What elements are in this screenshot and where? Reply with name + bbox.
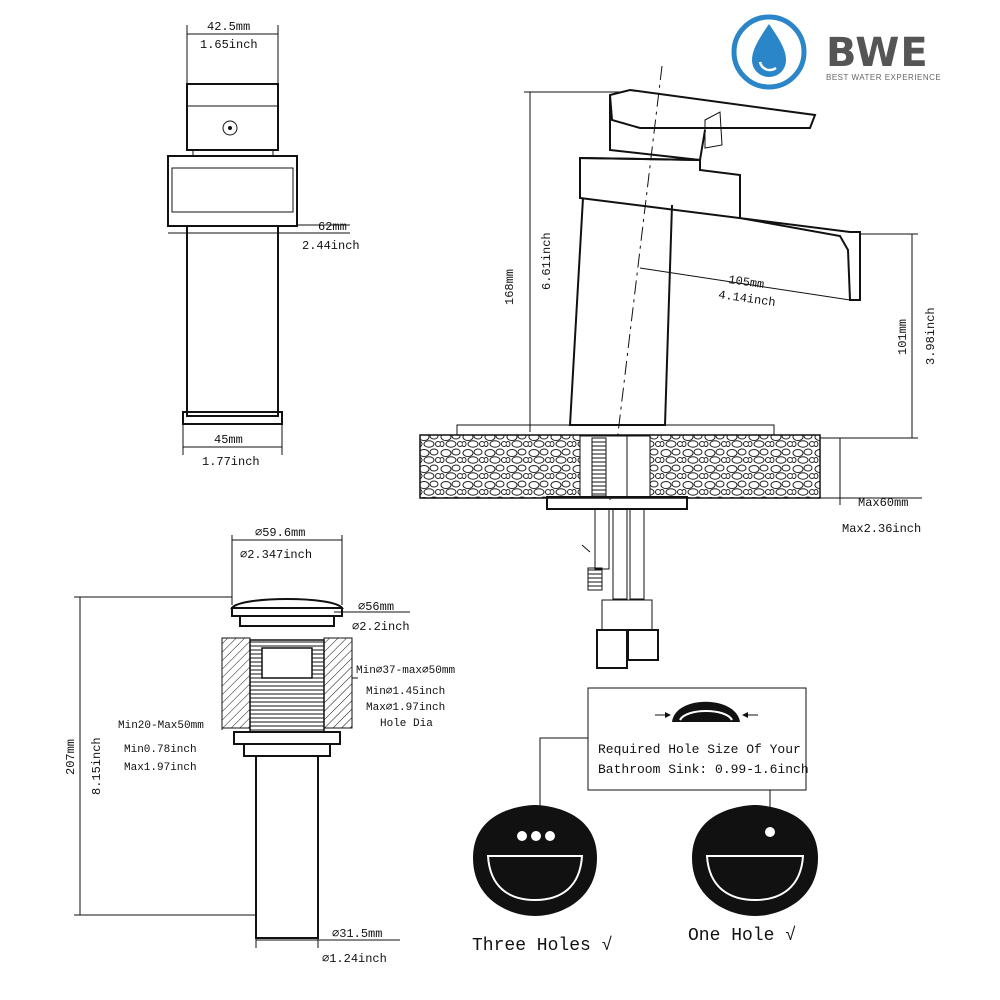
side-spout-height-mm: 101mm — [896, 319, 910, 355]
brand-logo: BWE BEST WATER EXPERIENCE — [731, 14, 941, 90]
drain-height-mm: 207mm — [64, 739, 78, 775]
faucet-front-view: 42.5mm 1.65inch 62mm 2.44inch 45mm 1.77i… — [167, 20, 360, 469]
front-base-inch: 1.77inch — [202, 455, 260, 469]
drain-height-inch: 8.15inch — [90, 737, 104, 795]
drain-cap-dia-mm: ⌀59.6mm — [255, 526, 305, 540]
one-hole-label: One Hole √ — [688, 925, 796, 946]
front-depth-mm: 62mm — [318, 220, 347, 234]
drain-thickness-max-inch: Max1.97inch — [124, 762, 197, 774]
drain-tail-dia-inch: ⌀1.24inch — [322, 952, 387, 966]
hole-note-line2: Bathroom Sink: 0.99-1.6inch — [598, 762, 809, 777]
side-spout-height-inch: 3.98inch — [924, 307, 938, 365]
water-drop-icon — [731, 14, 807, 90]
hole-size-note: Required Hole Size Of Your Bathroom Sink… — [539, 687, 809, 838]
drain-cap-dia-inch: ⌀2.347inch — [240, 548, 312, 562]
side-reach-inch: 4.14inch — [717, 288, 776, 310]
drain-hole-dia-label: Hole Dia — [380, 718, 433, 730]
front-base-mm: 45mm — [214, 433, 243, 447]
drain-assembly: ⌀59.6mm ⌀2.347inch ⌀56mm ⌀2.2inch Min⌀37… — [64, 526, 455, 966]
brand-name: BWE — [826, 30, 929, 76]
drain-thickness-range: Min20-Max50mm — [118, 720, 204, 732]
drain-hole-min-inch: Min⌀1.45inch — [366, 686, 445, 698]
sink-three-holes: Three Holes √ — [472, 805, 613, 956]
side-height-inch: 6.61inch — [540, 232, 554, 290]
drain-body-dia-inch: ⌀2.2inch — [352, 620, 410, 634]
drain-hole-range: Min⌀37-max⌀50mm — [356, 665, 455, 677]
side-reach-mm: 105mm — [727, 273, 765, 292]
drain-thickness-min-inch: Min0.78inch — [124, 744, 197, 756]
front-top-width-inch: 1.65inch — [200, 38, 258, 52]
brand-tagline: BEST WATER EXPERIENCE — [826, 73, 941, 82]
drain-tail-dia-mm: ⌀31.5mm — [332, 927, 382, 941]
front-top-width-mm: 42.5mm — [207, 20, 250, 34]
side-height-mm: 168mm — [503, 269, 517, 305]
faucet-side-view: 168mm 6.61inch 105mm 4.14inch 101mm 3.98… — [419, 65, 938, 669]
side-deck-max-inch: Max2.36inch — [842, 522, 921, 536]
three-holes-label: Three Holes √ — [472, 935, 613, 956]
front-depth-inch: 2.44inch — [302, 239, 360, 253]
drain-hole-max-inch: Max⌀1.97inch — [366, 702, 445, 714]
hole-note-line1: Required Hole Size Of Your — [598, 742, 801, 757]
drain-body-dia-mm: ⌀56mm — [358, 600, 394, 614]
sink-one-hole: One Hole √ — [688, 805, 818, 946]
side-deck-max-mm: Max60mm — [858, 496, 908, 510]
